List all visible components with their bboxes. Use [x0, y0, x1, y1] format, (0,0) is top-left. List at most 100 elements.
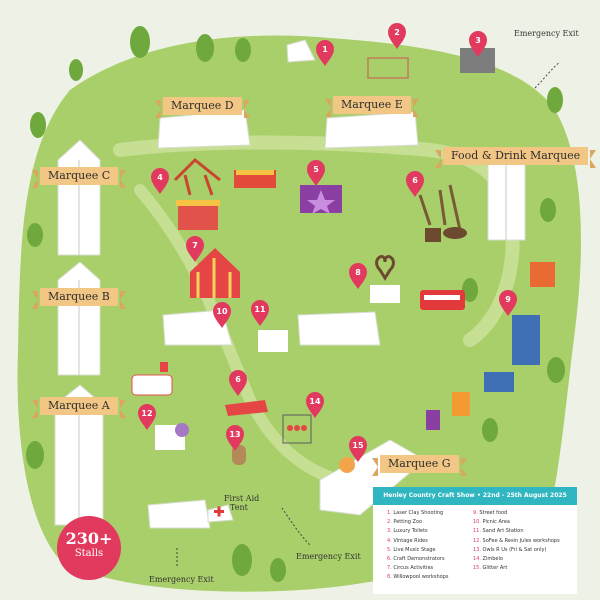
marquee-c-label: Marquee C — [31, 167, 127, 188]
carousel-icon — [178, 205, 218, 230]
pin-number: 4 — [157, 173, 163, 182]
map-pin-15[interactable]: 15 — [349, 436, 367, 462]
food-truck-icon — [512, 315, 540, 365]
swing-ride-icon — [173, 157, 221, 196]
pin-icon — [186, 236, 204, 262]
map-pin-7[interactable]: 7 — [186, 236, 204, 262]
map-pin-12[interactable]: 12 — [138, 404, 156, 430]
map-pin-1[interactable]: 1 — [316, 40, 334, 66]
legend-item: 4. Vintage Rides — [387, 537, 485, 546]
legend-item: 12. SoFee & Resin Jules workshops — [473, 537, 571, 546]
pin-icon — [499, 290, 517, 316]
legend-item-number: 9. — [473, 510, 480, 516]
glitter-art-box-icon — [452, 392, 470, 416]
pin-number: 1 — [322, 45, 328, 54]
legend-item: 10. Picnic Area — [473, 518, 571, 527]
legend-item: 3. Luxury Toilets — [387, 527, 485, 536]
legend-item-label: Willowpool workshops — [393, 574, 449, 581]
legend-item-number: 8. — [387, 574, 394, 581]
legend-item-number: 12. — [473, 537, 483, 544]
pin-icon — [306, 392, 324, 418]
legend-item: 8. Willowpool workshops — [387, 573, 485, 582]
map-pin-10[interactable]: 10 — [213, 302, 231, 328]
sand-art-station-icon — [258, 330, 288, 352]
marquee-d-label: Marquee D — [155, 97, 250, 118]
legend-item: 15. Glitter Art — [473, 564, 571, 573]
legend-item-number: 7. — [387, 565, 394, 572]
first-aid-tent-label: Tent — [230, 503, 248, 512]
pin-icon — [469, 31, 487, 57]
legend-item-label: Petting Zoo — [393, 519, 423, 526]
map-pin-3[interactable]: 3 — [469, 31, 487, 57]
pin-number: 8 — [355, 268, 361, 277]
pin-number: 7 — [192, 241, 198, 250]
emergency-exit-top-label: Emergency Exit — [514, 29, 579, 38]
stalls-label: Stalls — [74, 548, 104, 559]
legend-item: 1. Laser Clay Shooting — [387, 509, 485, 518]
pin-number: 11 — [254, 305, 266, 314]
first-aid-label: First Aid — [224, 494, 260, 503]
pin-icon — [251, 300, 269, 326]
emergency-exit-bottom-left-label: Emergency Exit — [149, 575, 214, 584]
pin-icon — [316, 40, 334, 66]
tree-icon — [26, 26, 565, 582]
marquee-g-label: Marquee G — [372, 455, 466, 476]
legend-item-label: Laser Clay Shooting — [393, 510, 444, 516]
stalls-count: 230+ — [65, 529, 113, 548]
exit-arrow-icon — [534, 61, 561, 89]
legend-item-number: 4. — [387, 537, 394, 544]
pin-number: 3 — [475, 36, 481, 45]
pin-icon — [138, 404, 156, 430]
legend-item: 13. Owls R Us (Fri & Sat only) — [473, 546, 571, 555]
map-pin-2[interactable]: 2 — [388, 23, 406, 49]
map-pin-14[interactable]: 14 — [306, 392, 324, 418]
food-drink-marquee-label: Food & Drink Marquee — [434, 147, 597, 168]
legend-item-label: Luxury Toilets — [393, 528, 428, 535]
pin-icon — [151, 168, 169, 194]
pin-number: 6 — [412, 176, 418, 185]
legend-item-number: 1. — [387, 510, 394, 516]
legend-item-number: 3. — [387, 528, 394, 535]
pin-number: 14 — [309, 397, 321, 406]
legend-item-label: Live Music Stage — [393, 546, 436, 553]
map-pin-8[interactable]: 8 — [349, 263, 367, 289]
legend-item-label: Vintage Rides — [393, 537, 428, 544]
legend-item: 9. Street food — [473, 509, 571, 518]
footpath — [134, 184, 346, 486]
pin-number: 13 — [229, 430, 240, 439]
map-pin-6[interactable]: 6 — [406, 171, 424, 197]
map-pin-6[interactable]: 6 — [229, 370, 247, 396]
legend-item-number: 5. — [387, 546, 394, 553]
legend-item: 14. Zimbelo — [473, 555, 571, 564]
pin-number: 5 — [313, 165, 319, 174]
legend-item-label: Glitter Art — [482, 565, 508, 572]
map-pin-5[interactable]: 5 — [307, 160, 325, 186]
map-pin-11[interactable]: 11 — [251, 300, 269, 326]
emergency-exit-bottom-mid-label: Emergency Exit — [296, 552, 361, 561]
pin-icon — [307, 160, 325, 186]
legend-item: 11. Sand Art Station — [473, 527, 571, 536]
legend-item-label: Picnic Area — [482, 519, 510, 526]
heart-arch-icon — [375, 255, 395, 281]
legend-item: 2. Petting Zoo — [387, 518, 485, 527]
legend-item-number: 14. — [473, 556, 483, 563]
legend-item-label: Street food — [479, 510, 508, 516]
legend-item-label: Owls R Us (Fri & Sat only) — [482, 546, 547, 553]
pin-icon — [349, 436, 367, 462]
pin-icon — [226, 425, 244, 451]
legend-item-label: Zimbelo — [482, 556, 503, 563]
glitter-art-icon — [339, 457, 355, 473]
pin-icon — [349, 263, 367, 289]
pin-number: 2 — [394, 28, 400, 37]
legend-item-number: 2. — [387, 519, 394, 526]
legend-item-number: 10. — [473, 519, 483, 526]
map-pin-13[interactable]: 13 — [226, 425, 244, 451]
map-pin-4[interactable]: 4 — [151, 168, 169, 194]
map-pin-9[interactable]: 9 — [499, 290, 517, 316]
pin-number: 15 — [352, 441, 364, 450]
flower-frame-icon — [282, 414, 312, 444]
